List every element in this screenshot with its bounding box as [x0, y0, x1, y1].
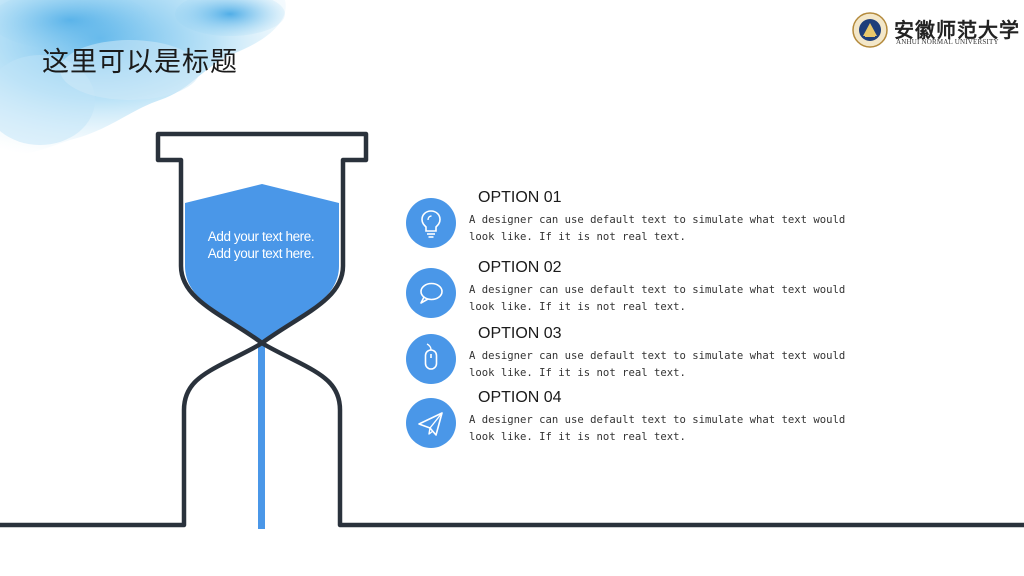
option-04-heading: OPTION 04: [478, 389, 562, 406]
option-03-line-2: look like. If it is not real text.: [469, 367, 686, 379]
option-01-heading: OPTION 01: [478, 189, 562, 206]
option-02: OPTION 02 A designer can use default tex…: [406, 259, 926, 328]
option-02-line-1: A designer can use default text to simul…: [469, 284, 846, 296]
option-03: OPTION 03 A designer can use default tex…: [406, 325, 926, 394]
option-01-line-2: look like. If it is not real text.: [469, 231, 686, 243]
university-logo: 安徽师范大学 ANHUI NORMAL UNIVERSITY: [852, 12, 1019, 52]
option-02-heading: OPTION 02: [478, 259, 562, 276]
hourglass-text-line-2: Add your text here.: [207, 246, 315, 261]
option-04-badge: [406, 398, 456, 448]
hourglass-text-line-1: Add your text here.: [207, 229, 315, 244]
hourglass-text: Add your text here. Add your text here.: [190, 228, 332, 262]
lightbulb-icon: [421, 210, 441, 238]
paper-plane-icon: [418, 412, 443, 436]
option-01-badge: [406, 198, 456, 248]
option-02-badge: [406, 268, 456, 318]
option-04-line-1: A designer can use default text to simul…: [469, 414, 846, 426]
option-01: OPTION 01 A designer can use default tex…: [406, 189, 926, 258]
hourglass-sand: [185, 184, 339, 343]
option-02-line-2: look like. If it is not real text.: [469, 301, 686, 313]
slide-title: 这里可以是标题: [42, 47, 238, 78]
option-02-description: A designer can use default text to simul…: [469, 282, 909, 316]
university-name-cn: 安徽师范大学: [894, 18, 1020, 42]
university-name-en: ANHUI NORMAL UNIVERSITY: [896, 38, 999, 46]
option-01-description: A designer can use default text to simul…: [469, 212, 909, 246]
option-04-description: A designer can use default text to simul…: [469, 412, 909, 446]
option-03-line-1: A designer can use default text to simul…: [469, 350, 846, 362]
option-04: OPTION 04 A designer can use default tex…: [406, 389, 926, 458]
watercolor-splash: [0, 0, 286, 155]
speech-bubble-icon: [420, 282, 443, 304]
option-03-description: A designer can use default text to simul…: [469, 348, 909, 382]
sand-stream: [258, 343, 265, 529]
university-seal-icon: [852, 12, 888, 48]
option-03-heading: OPTION 03: [478, 325, 562, 342]
option-01-line-1: A designer can use default text to simul…: [469, 214, 846, 226]
option-04-line-2: look like. If it is not real text.: [469, 431, 686, 443]
mouse-icon: [424, 343, 438, 370]
option-03-badge: [406, 334, 456, 384]
